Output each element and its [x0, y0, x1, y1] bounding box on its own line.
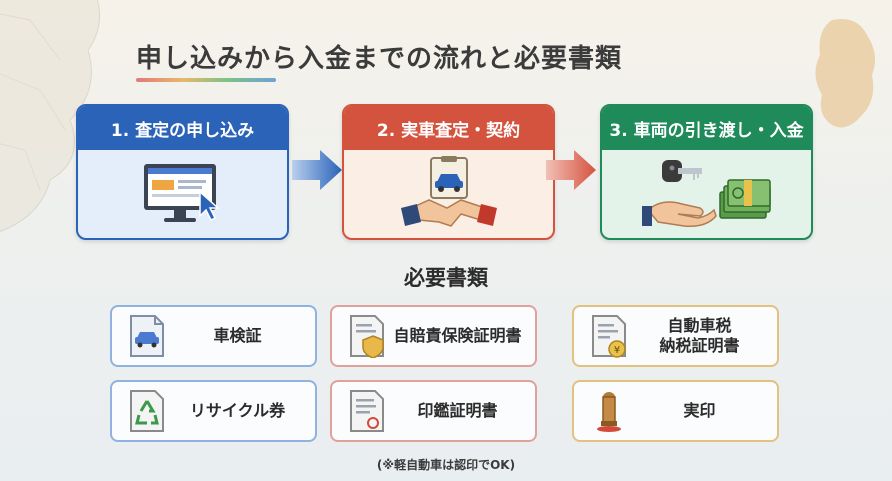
documents-title: 必要書類 — [404, 266, 488, 290]
document-label: 自動車税 納税証明書 — [659, 316, 740, 355]
svg-text:¥: ¥ — [614, 345, 620, 356]
arrow-right-icon — [546, 150, 596, 190]
arrow-right-icon — [292, 150, 342, 190]
map-background-right — [815, 19, 876, 128]
page-title: 申し込みから入金までの流れと必要書類 — [136, 44, 623, 74]
document-liability-insurance: 自賠責保険証明書 — [330, 305, 537, 367]
step-application: 1. 査定の申し込み — [76, 104, 289, 240]
shield-document-icon — [344, 313, 390, 359]
note-kei-car: (※軽自動車は認印でOK) — [376, 458, 516, 472]
step-inspection-contract: 2. 実車査定・契約 — [342, 104, 555, 240]
step-label: 1. 査定の申し込み — [78, 106, 287, 150]
title-underline — [136, 78, 276, 82]
seal-stamp-icon — [586, 388, 632, 434]
document-label: 自賠責保険証明書 — [393, 326, 522, 345]
document-label: 印鑑証明書 — [417, 401, 498, 420]
document-label: 実印 — [683, 401, 716, 420]
key-and-money-icon — [641, 160, 771, 228]
step-delivery-payment: 3. 車両の引き渡し・入金 — [600, 104, 813, 240]
yen-document-icon: ¥ — [586, 313, 632, 359]
document-label: 車検証 — [213, 326, 262, 345]
document-registered-seal: 実印 — [572, 380, 779, 442]
map-background-left — [0, 0, 100, 233]
document-vehicle-inspection: 車検証 — [110, 305, 317, 367]
computer-monitor-icon — [143, 164, 220, 222]
document-label: リサイクル券 — [189, 401, 286, 420]
document-vehicle-tax: ¥ 自動車税 納税証明書 — [572, 305, 779, 367]
step-label: 2. 実車査定・契約 — [344, 106, 553, 150]
step-label: 3. 車両の引き渡し・入金 — [602, 106, 811, 150]
stamp-document-icon — [344, 388, 390, 434]
document-recycling-ticket: リサイクル券 — [110, 380, 317, 442]
document-seal-certificate: 印鑑証明書 — [330, 380, 537, 442]
recycle-document-icon — [124, 388, 170, 434]
handshake-car-icon — [400, 156, 497, 227]
car-document-icon — [124, 313, 170, 359]
